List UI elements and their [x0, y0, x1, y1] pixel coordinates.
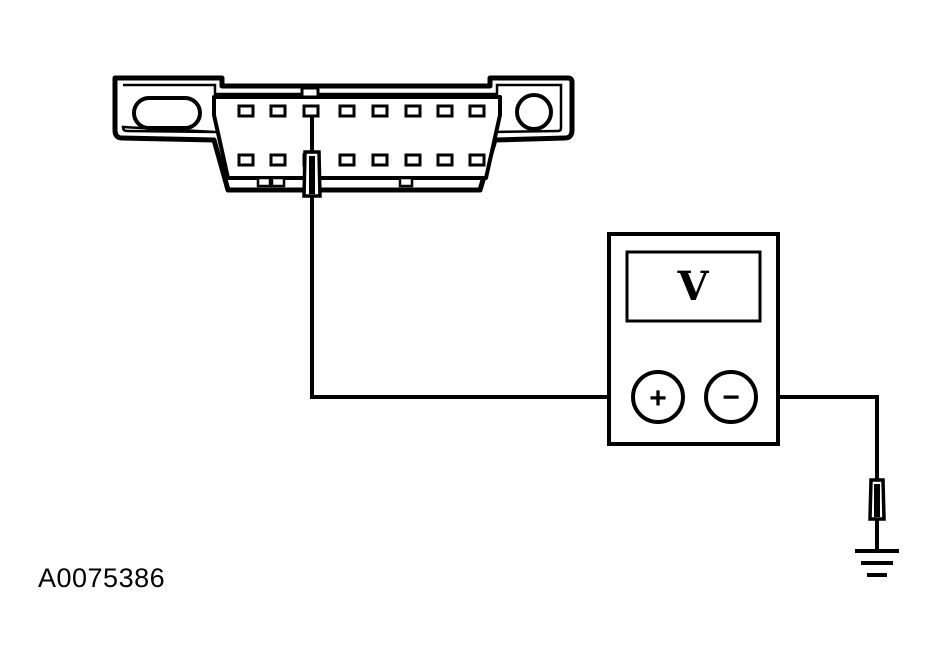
positive-terminal-sign: +: [649, 382, 667, 415]
ground-icon: [855, 549, 899, 577]
connector-bottom-tab-left: [256, 176, 272, 188]
probe-at-connector: [302, 116, 322, 198]
bottom-pin-socket-1: [237, 153, 255, 167]
positive-test-lead-wire: [310, 196, 633, 399]
voltmeter-display: [625, 250, 762, 323]
bottom-pin-socket-4: [338, 153, 356, 167]
top-pin-socket-1: [237, 104, 255, 118]
left-mounting-slot: [132, 96, 202, 130]
top-pin-socket-4: [338, 104, 356, 118]
connector-bottom-tab-mid: [270, 176, 286, 188]
connector-top-key: [300, 86, 320, 99]
top-pin-socket-7: [436, 104, 454, 118]
top-pin-socket-5: [371, 104, 389, 118]
obd-connector: [112, 75, 575, 193]
top-pin-row: [237, 104, 486, 118]
voltmeter: V + −: [607, 232, 780, 446]
negative-terminal: [704, 370, 758, 424]
figure-id-label: A0075386: [38, 563, 166, 593]
ground-connection: [855, 478, 899, 577]
top-pin-socket-3: [302, 104, 320, 118]
connector-bottom-tab-right: [398, 176, 414, 188]
voltmeter-display-symbol: V: [676, 263, 709, 310]
top-pin-socket-2: [269, 104, 287, 118]
top-pin-socket-8: [468, 104, 486, 118]
positive-terminal: [631, 370, 685, 424]
top-pin-socket-6: [404, 104, 422, 118]
bottom-pin-socket-2: [269, 153, 287, 167]
negative-test-lead-wire: [756, 395, 879, 480]
negative-terminal-sign: −: [722, 381, 740, 414]
bottom-pin-socket-6: [404, 153, 422, 167]
bottom-pin-socket-8: [468, 153, 486, 167]
right-mounting-hole: [515, 93, 553, 131]
connector-flange-inner: [121, 83, 563, 134]
connector-pin-housing: [212, 95, 502, 180]
bottom-pin-socket-7: [436, 153, 454, 167]
bottom-pin-socket-5: [371, 153, 389, 167]
